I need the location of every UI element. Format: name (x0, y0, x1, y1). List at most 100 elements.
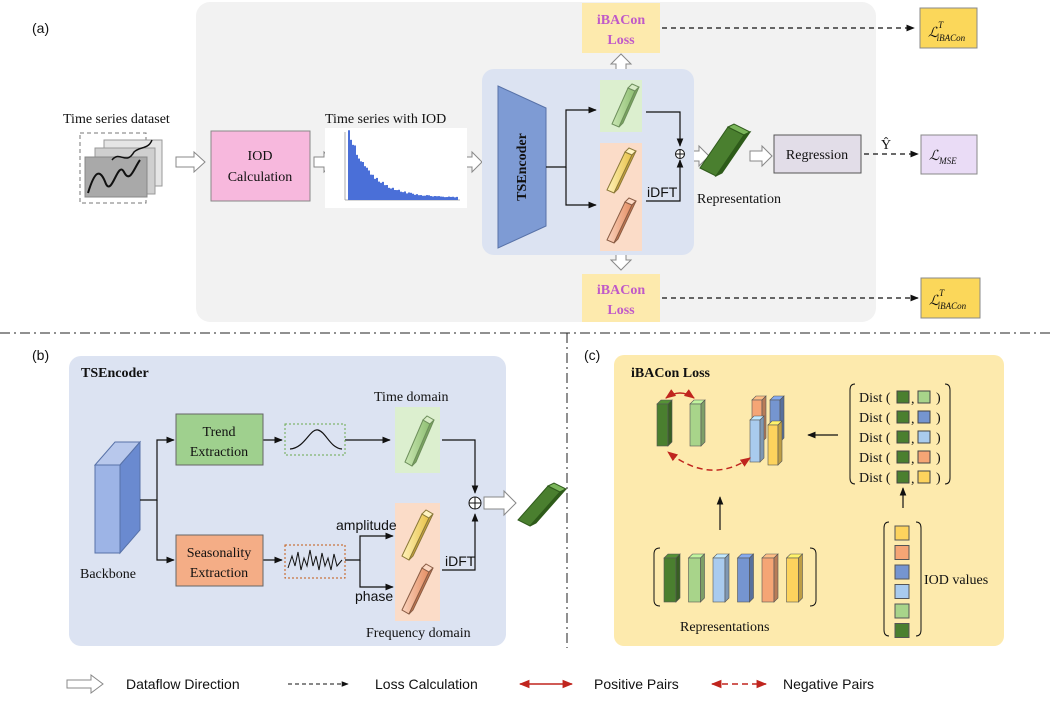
histogram-bar (370, 175, 372, 200)
histogram-bar (406, 193, 408, 200)
histogram-bar (450, 197, 452, 200)
seasonality-line1: Seasonality (187, 546, 252, 561)
dist-other-swatch (918, 451, 930, 463)
legend: Dataflow Direction Loss Calculation Posi… (67, 675, 874, 693)
dist-comma: , (911, 412, 915, 427)
histogram-bar (448, 197, 450, 200)
histogram-bar (372, 175, 374, 200)
dist-other-swatch (918, 471, 930, 483)
amplitude-label: amplitude (336, 517, 397, 533)
histogram-bar (442, 197, 444, 200)
trend-line1: Trend (203, 425, 236, 440)
dist-other-swatch (918, 411, 930, 423)
dist-anchor-swatch (897, 391, 909, 403)
dist-close: ) (936, 411, 941, 426)
dist-close: ) (936, 391, 941, 406)
histogram-bar (386, 185, 388, 200)
histogram-bar (412, 194, 414, 200)
histogram-bar (382, 182, 384, 200)
dist-label: Dist ( (859, 391, 891, 406)
histogram-bar (444, 197, 446, 200)
legend-loss-calc: Loss Calculation (375, 676, 478, 692)
representation-cuboid-b (518, 483, 566, 526)
idft-label-b: iDFT (445, 553, 476, 569)
dist-label: Dist ( (859, 411, 891, 426)
dist-comma: , (911, 452, 915, 467)
dist-anchor-swatch (897, 471, 909, 483)
iod-swatch (895, 604, 909, 618)
legend-negative: Negative Pairs (783, 676, 874, 692)
dist-label: Dist ( (859, 431, 891, 446)
histogram-bar (392, 188, 394, 200)
histogram-bar (416, 194, 418, 200)
histogram-bar (364, 166, 366, 200)
panel-b-title: TSEncoder (81, 366, 149, 381)
histogram-bar (388, 188, 390, 200)
representation-bar (738, 554, 754, 602)
dist-comma: , (911, 432, 915, 447)
histogram-bar (414, 195, 416, 200)
idft-label-a: iDFT (647, 184, 678, 200)
histogram-bar (384, 185, 386, 200)
histogram-bar (376, 178, 378, 200)
seasonality-line2: Extraction (190, 566, 248, 581)
iod-swatch (895, 624, 909, 638)
dist-other-swatch (918, 391, 930, 403)
histogram-bar (368, 170, 370, 200)
regression-label: Regression (786, 148, 848, 163)
histogram-bar (390, 189, 392, 200)
dataset-icon (80, 133, 162, 203)
legend-dataflow: Dataflow Direction (126, 676, 240, 692)
dist-close: ) (936, 471, 941, 486)
ibacon-bottom-line2: Loss (607, 303, 635, 318)
histogram-bar (454, 197, 456, 200)
panel-a-tag: (a) (32, 20, 49, 36)
legend-dataflow-icon (67, 675, 103, 693)
iod-swatch (895, 585, 909, 599)
iod-swatch (895, 546, 909, 560)
iod-values-label: IOD values (924, 573, 988, 588)
histogram-bar (430, 196, 432, 200)
panel-c-title: iBACon Loss (631, 366, 711, 381)
tsencoder-label: TSEncoder (515, 133, 530, 201)
y-hat-label: Ŷ (881, 136, 891, 153)
histogram-bar (380, 183, 382, 200)
iod-calc-line1: IOD (248, 149, 273, 164)
iod-histogram (325, 128, 467, 208)
histogram-bar (400, 192, 402, 200)
histogram-bar (432, 196, 434, 200)
panel-c-background (614, 355, 1004, 646)
histogram-bar (396, 190, 398, 200)
histogram-bar (366, 168, 368, 200)
dist-other-swatch (918, 431, 930, 443)
ibacon-bottom-line1: iBACon (597, 283, 645, 298)
representation-bar (713, 554, 729, 602)
histogram-bar (434, 196, 436, 200)
dist-close: ) (936, 451, 941, 466)
histogram-bar (408, 192, 410, 200)
dist-comma: , (911, 392, 915, 407)
dataset-label: Time series dataset (63, 112, 170, 127)
dist-label: Dist ( (859, 451, 891, 466)
ibacon-top-line2: Loss (607, 33, 635, 48)
histogram-bar (438, 196, 440, 200)
histogram-bar (354, 145, 356, 200)
histogram-bar (402, 192, 404, 200)
representation-bar (787, 554, 803, 602)
histogram-bar (404, 191, 406, 200)
pair-anchor-bar (657, 400, 672, 446)
histogram-bar (410, 193, 412, 200)
histogram-bar (398, 190, 400, 200)
representation-bar (664, 554, 680, 602)
histogram-bar (440, 197, 442, 200)
histogram-bar (360, 161, 362, 200)
histogram-bar (420, 195, 422, 200)
pair-positive-bar (690, 400, 705, 446)
histogram-bar (436, 196, 438, 200)
dist-anchor-swatch (897, 451, 909, 463)
histogram-bar (456, 197, 458, 200)
histogram-bar (348, 130, 350, 200)
histogram-bar (424, 196, 426, 200)
representations-label: Representations (680, 620, 769, 635)
